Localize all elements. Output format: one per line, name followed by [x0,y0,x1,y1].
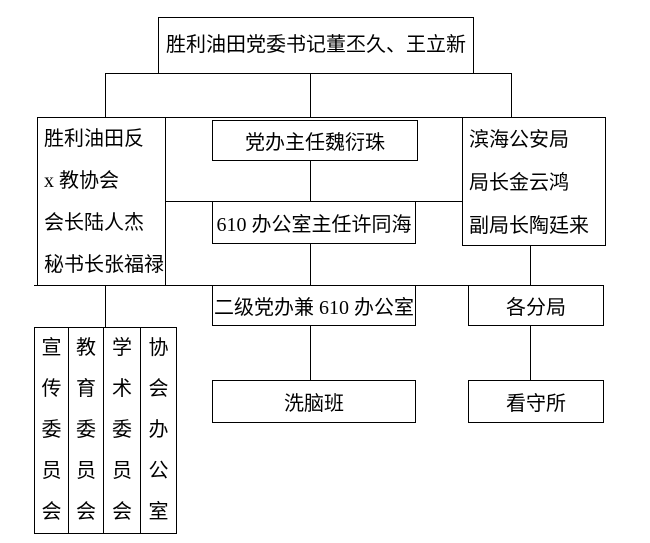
connector-v-to-party-office [310,73,311,118]
node-propaganda-committee: 宣传委员会 [35,328,69,533]
secondary-party-office-label: 二级党办兼 610 办公室 [214,297,414,319]
branch-bureaus-label: 各分局 [506,297,566,319]
connector-v-to-psb [511,73,512,118]
node-brainwashing-class: 洗脑班 [212,380,416,423]
connector-v-association-committees [105,285,106,328]
node-top-leader-label: 胜利油田党委书记董丕久、王立新 [166,33,466,56]
party-office-label: 党办主任魏衍珠 [245,132,385,154]
connector-v-psb-branches [530,245,531,286]
connector-h-level1 [105,73,512,74]
connector-h-level2 [37,117,605,118]
610-office-label: 610 办公室主任许同海 [216,214,412,236]
association-line-1: 胜利油田反 [44,128,144,150]
node-610-office-director: 610 办公室主任许同海 [212,201,416,244]
node-anti-cult-association: 胜利油田反 x 教协会 会长陆人杰 秘书长张福禄 [37,117,166,286]
psb-line-2: 局长金云鸿 [469,172,569,194]
psb-line-3: 副局长陶廷来 [469,215,589,237]
connector-v-610-secondary [310,243,311,286]
association-line-4: 秘书长张福禄 [44,254,164,276]
node-committees-group: 宣传委员会 教育委员会 学术委员会 协会办公室 [34,327,177,534]
node-secondary-party-office: 二级党办兼 610 办公室 [212,285,416,326]
detention-center-label: 看守所 [506,393,566,415]
node-party-office-director: 党办主任魏衍珠 [212,120,418,161]
association-line-2: x 教协会 [44,170,119,192]
connector-v-to-association [105,73,106,118]
node-association-office: 协会办公室 [148,337,169,523]
node-academic-committee: 学术委员会 [104,328,141,533]
association-line-3: 会长陆人杰 [44,212,144,234]
psb-line-1: 滨海公安局 [469,129,569,151]
node-education-committee: 教育委员会 [69,328,104,533]
connector-v-branches-detention [530,325,531,381]
node-detention-center: 看守所 [468,380,604,423]
brainwashing-class-label: 洗脑班 [284,393,344,415]
node-branch-bureaus: 各分局 [468,285,604,326]
connector-v-secondary-brainwash [310,325,311,381]
node-top-leader: 胜利油田党委书记董丕久、王立新 [158,17,474,74]
connector-v-partyoffice-610 [310,160,311,202]
node-public-security-bureau: 滨海公安局 局长金云鸿 副局长陶廷来 [462,117,606,246]
